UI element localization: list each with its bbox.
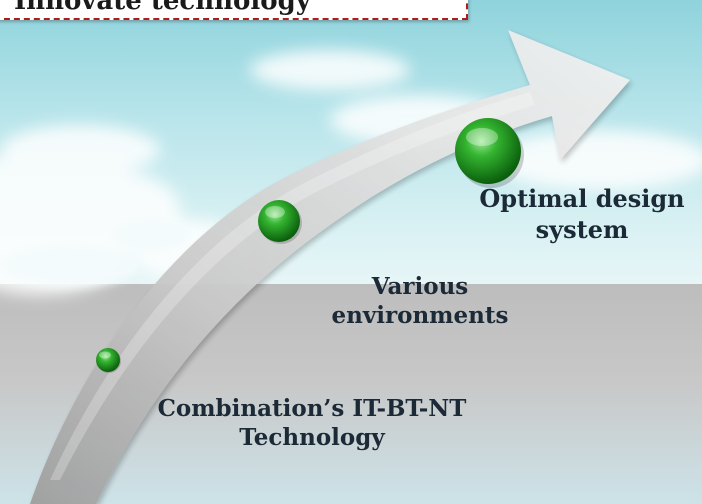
milestone-label-line: environments — [331, 302, 509, 330]
milestone-label-line: Technology — [239, 424, 385, 452]
milestone-label-combination: Combination’s IT-BT-NT Technology — [132, 394, 492, 453]
milestone-label-various-environments: Various environments — [300, 272, 540, 331]
milestone-marker-large — [455, 118, 524, 188]
title-text: Innovate technology — [14, 0, 311, 16]
milestone-label-line: Various — [371, 273, 469, 300]
milestone-label-line: Combination’s IT-BT-NT — [157, 395, 467, 422]
milestone-label-line: Optimal design — [479, 184, 685, 213]
title-box: Innovate technology — [0, 0, 468, 20]
milestone-marker-small — [96, 348, 121, 373]
milestone-label-line: system — [535, 214, 629, 244]
milestone-label-optimal-design: Optimal design system — [462, 184, 702, 245]
milestone-marker-medium — [258, 200, 302, 244]
